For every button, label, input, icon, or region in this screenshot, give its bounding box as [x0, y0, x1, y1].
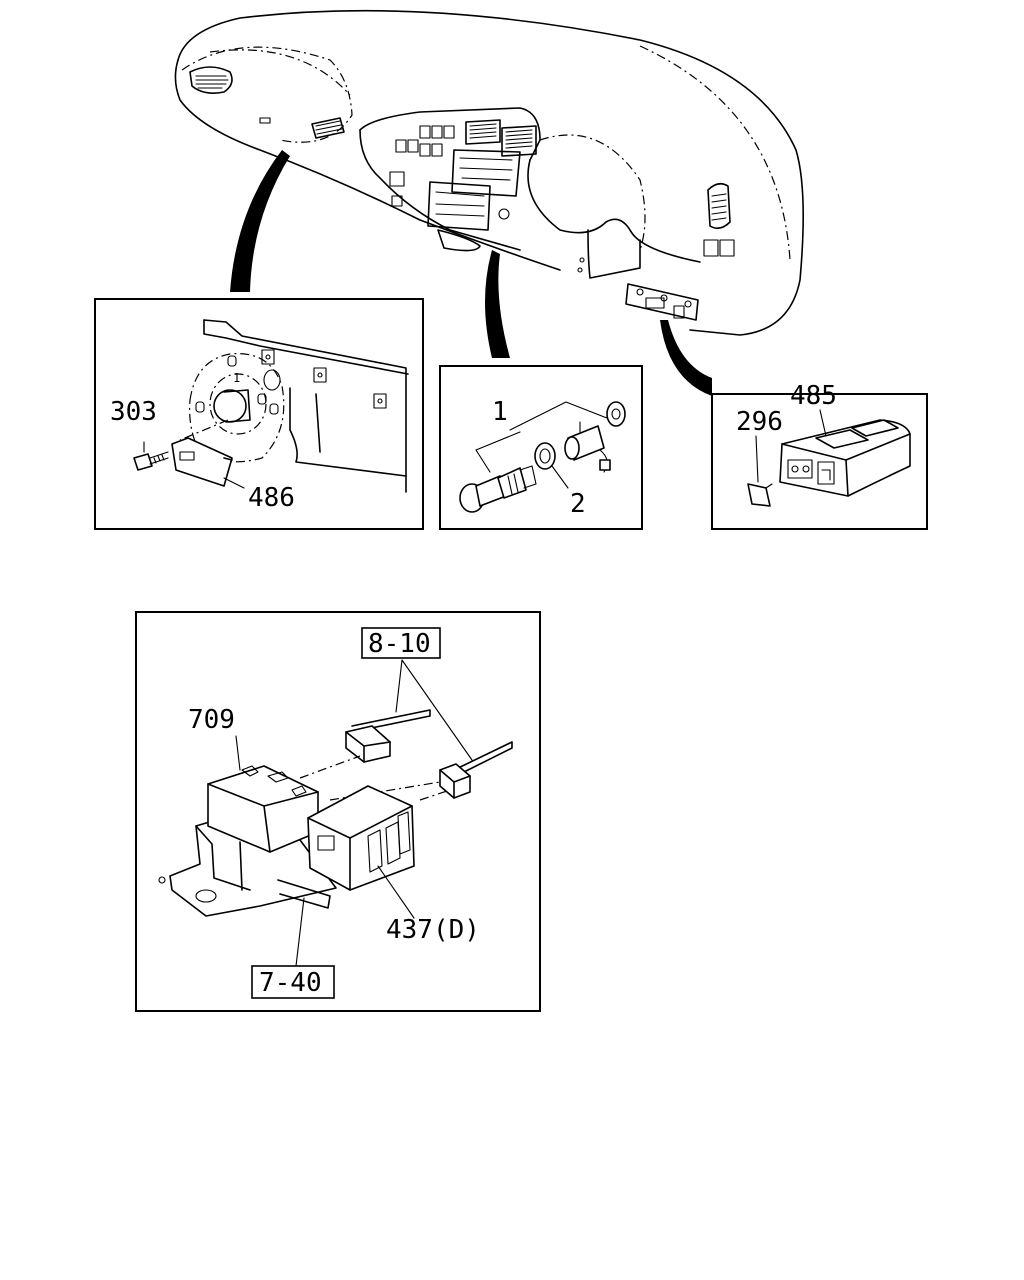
right-vent: [703, 182, 735, 257]
control-unit-485: [779, 419, 911, 497]
label-437-d: 437(D): [386, 915, 480, 945]
svg-text:1: 1: [233, 371, 240, 385]
label-296: 296: [736, 407, 783, 437]
ring-2: [534, 442, 569, 489]
panel-frame-486: [94, 298, 424, 530]
label-2: 2: [570, 489, 586, 519]
cigar-lighter-box: 1 2: [439, 365, 643, 530]
left-vent: [189, 66, 233, 94]
dashboard-overview: [174, 9, 804, 336]
bolt-303: [133, 451, 169, 471]
lower-switch-panel: [625, 283, 699, 321]
clips: [345, 725, 471, 799]
bracket-486: [171, 437, 233, 487]
switch-bank: [389, 125, 455, 207]
label-303: 303: [110, 397, 157, 427]
panel-mount-box: 1 303 486: [94, 298, 424, 530]
radio-unit: [427, 149, 521, 252]
label-8-10: 8-10: [368, 629, 431, 659]
leader-arrows: [230, 150, 712, 396]
lighter-socket: [564, 401, 626, 473]
cover-296: [747, 483, 773, 507]
rods-8-10: [351, 709, 513, 777]
center-vents: [465, 119, 537, 157]
ref-box-8-10: [361, 627, 441, 659]
relay-bracket-box: 8-10: [135, 611, 541, 1012]
side-vent: [311, 117, 345, 139]
label-7-40: 7-40: [259, 968, 322, 998]
label-485: 485: [790, 381, 837, 411]
label-1: 1: [492, 397, 508, 427]
control-unit-box: 296 485: [711, 381, 928, 530]
label-709: 709: [188, 705, 235, 735]
label-486: 486: [248, 483, 295, 513]
lighter-knob-1: [459, 465, 537, 513]
ref-box-7-40: [251, 965, 335, 999]
connector-437-d: [307, 785, 415, 891]
